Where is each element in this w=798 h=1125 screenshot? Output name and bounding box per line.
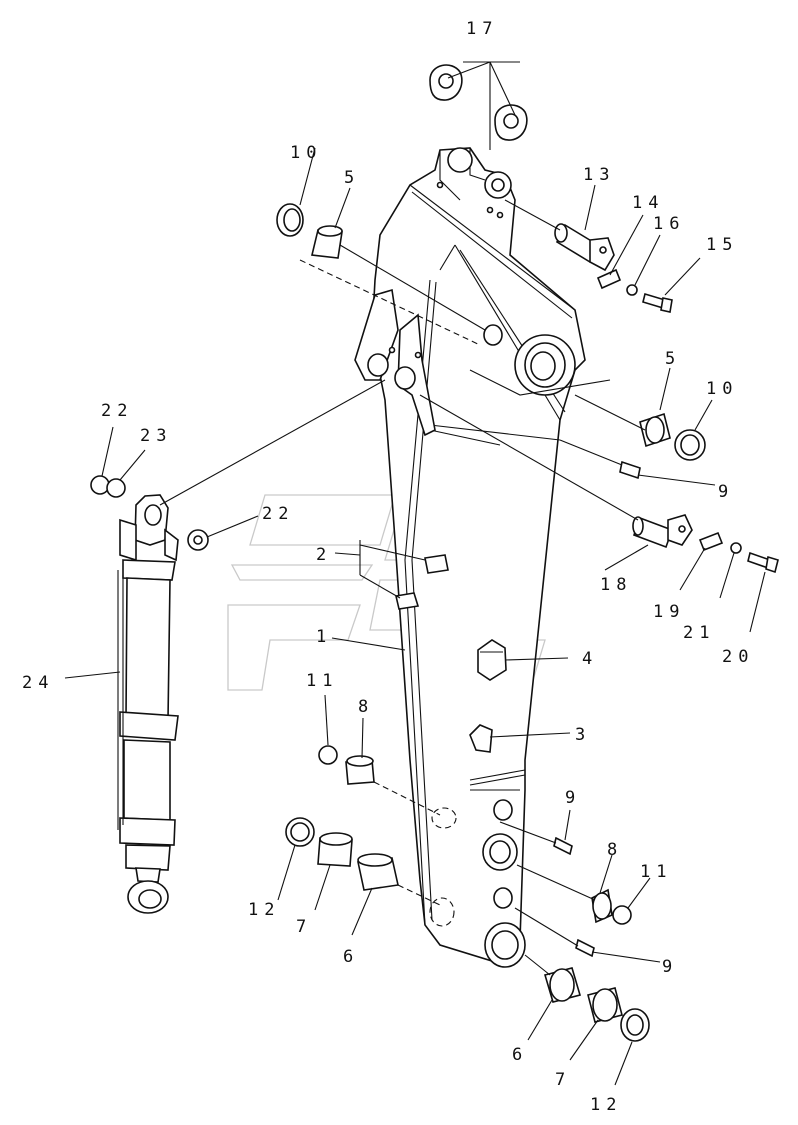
callout-1: 1: [316, 627, 332, 647]
leader-lines: [64, 61, 766, 1086]
callout-8: 8: [607, 840, 623, 860]
callout-8: 8: [358, 697, 374, 717]
callout-23: 23: [140, 426, 172, 446]
callout-11: 11: [306, 671, 338, 691]
callout-18: 18: [600, 575, 632, 595]
callout-22: 22: [101, 401, 133, 421]
callout-19: 19: [653, 602, 685, 622]
callout-24: 24: [22, 673, 54, 693]
callout-21: 21: [683, 623, 715, 643]
loose-parts: [90, 64, 779, 1042]
callout-5: 5: [665, 349, 681, 369]
callout-13: 13: [583, 165, 615, 185]
callout-9: 9: [718, 482, 734, 502]
hydraulic-cylinder: [117, 494, 179, 914]
callout-2: 2: [316, 545, 332, 565]
callout-7: 7: [555, 1070, 571, 1090]
callout-10: 10: [706, 379, 738, 399]
callout-6: 6: [343, 947, 359, 967]
callout-11: 11: [640, 862, 672, 882]
callout-9: 9: [662, 957, 678, 977]
boom-arm: [354, 147, 586, 968]
callout-14: 14: [632, 193, 664, 213]
callout-labels: 17 10 5 13 14 16 15 5 10 9 22 23 22 2 18…: [22, 19, 754, 1115]
callout-12: 12: [248, 900, 280, 920]
callout-9: 9: [565, 788, 581, 808]
callout-6: 6: [512, 1045, 528, 1065]
callout-15: 15: [706, 235, 738, 255]
callout-4: 4: [582, 649, 598, 669]
callout-20: 20: [722, 647, 754, 667]
callout-5: 5: [344, 168, 360, 188]
callout-7: 7: [296, 917, 312, 937]
callout-17: 17: [466, 19, 498, 39]
callout-16: 16: [653, 214, 685, 234]
callout-22: 22: [262, 504, 294, 524]
callout-12: 12: [590, 1095, 622, 1115]
callout-10: 10: [290, 143, 322, 163]
callout-3: 3: [575, 725, 591, 745]
